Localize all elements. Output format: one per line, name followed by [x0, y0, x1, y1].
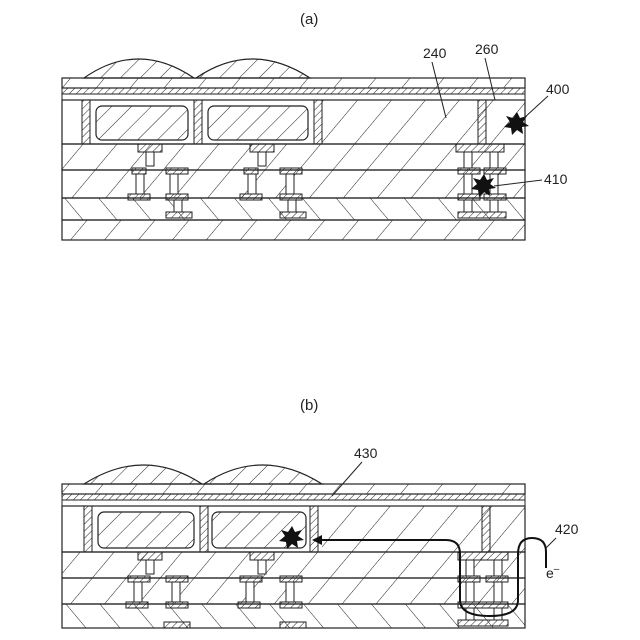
photodiode-1: [98, 512, 194, 548]
color-filter-layer: [62, 484, 525, 494]
panel-b-label: (b): [300, 397, 318, 414]
isolation-pillar: [310, 506, 318, 552]
isolation-pillar: [194, 100, 202, 144]
hatched-region: [322, 506, 525, 552]
hatched-region-240: [322, 100, 525, 144]
planarization-layer: [62, 88, 525, 94]
isolation-pillar: [84, 506, 92, 552]
isolation-pillar: [482, 506, 490, 552]
carrier-substrate: [62, 220, 525, 240]
microlens-2: [204, 465, 322, 484]
ref-410: 410: [544, 171, 568, 187]
panel-b: (b): [62, 397, 579, 628]
planarization-layer: [62, 494, 525, 500]
photodiode-1: [96, 106, 188, 140]
leader-420: [546, 538, 556, 548]
ref-400: 400: [546, 81, 570, 97]
passivation-layer: [62, 94, 525, 100]
passivation-layer: [62, 500, 525, 506]
ref-430: 430: [354, 445, 378, 461]
leader-400: [524, 96, 548, 118]
color-filter-layer: [62, 78, 525, 88]
microlens-2: [196, 59, 310, 78]
interconnect-band-1: [62, 552, 525, 578]
photodiode-2: [208, 106, 308, 140]
microlens-1: [84, 465, 202, 484]
electron-label: e–: [546, 564, 560, 581]
ref-420: 420: [555, 521, 579, 537]
isolation-pillar: [200, 506, 208, 552]
electron-label-base: e: [546, 565, 554, 581]
ref-240: 240: [423, 45, 447, 61]
panel-a: (a): [62, 11, 570, 240]
isolation-pillar: [314, 100, 322, 144]
isolation-pillar: [82, 100, 90, 144]
ref-260: 260: [475, 41, 499, 57]
panel-a-label: (a): [300, 11, 318, 28]
isolation-pillar-260: [478, 100, 486, 144]
electron-label-sup: –: [554, 564, 560, 575]
microlens-1: [84, 59, 194, 78]
